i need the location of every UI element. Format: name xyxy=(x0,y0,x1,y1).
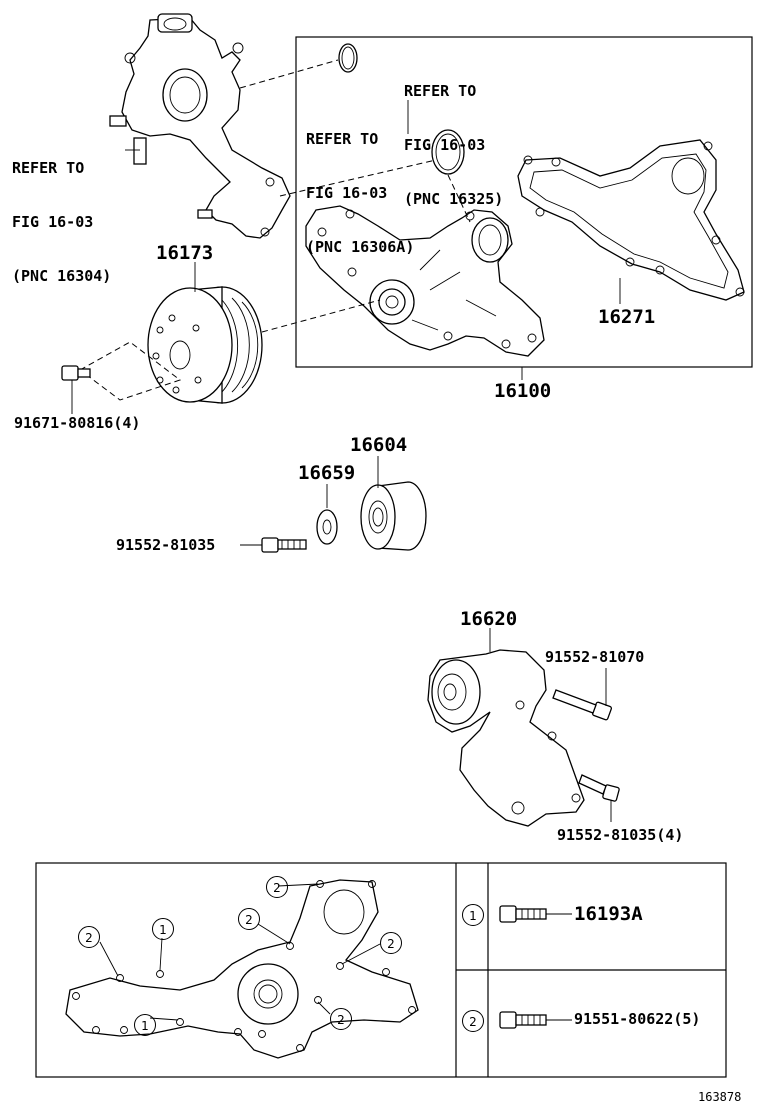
o-ring-large xyxy=(431,129,465,175)
refer-line-2: FIG 16-03 xyxy=(404,136,486,154)
idler-pulley xyxy=(360,481,427,551)
refer-line-2: FIG 16-03 xyxy=(306,184,388,202)
refer-label-pnc-16325: REFER TO FIG 16-03 (PNC 16325) xyxy=(404,46,503,226)
callout-1: 1 xyxy=(134,1014,156,1036)
bolt-16193a xyxy=(499,905,547,923)
idler-cover xyxy=(316,509,338,545)
callout-2: 2 xyxy=(380,932,402,954)
part-label-16271: 16271 xyxy=(598,306,656,328)
part-label-16604: 16604 xyxy=(350,434,408,456)
water-inlet-housing xyxy=(109,13,291,239)
part-label-91552-81035-4: 91552-81035(4) xyxy=(557,826,684,844)
tensioner xyxy=(427,649,585,827)
gasket-bolt-location xyxy=(65,879,419,1059)
callout-2: 2 xyxy=(266,876,288,898)
legend-part-16193a: 16193A xyxy=(574,903,643,925)
callout-2: 2 xyxy=(238,908,260,930)
part-label-16620: 16620 xyxy=(460,608,518,630)
gasket xyxy=(517,139,745,301)
water-pump-body xyxy=(305,205,545,357)
water-pump-assy-box xyxy=(295,36,753,368)
part-label-16173: 16173 xyxy=(156,242,214,264)
tensioner-bolt-long xyxy=(552,689,612,721)
refer-label-pnc-16304: REFER TO FIG 16-03 (PNC 16304) xyxy=(12,123,111,303)
legend-marker-2: 2 xyxy=(462,1010,484,1032)
callout-2: 2 xyxy=(330,1008,352,1030)
idler-bolt xyxy=(261,537,307,553)
refer-line-1: REFER TO xyxy=(12,159,85,177)
part-label-16659: 16659 xyxy=(298,462,356,484)
refer-line-1: REFER TO xyxy=(306,130,379,148)
part-label-91552-81070: 91552-81070 xyxy=(545,648,645,666)
callout-1: 1 xyxy=(152,918,174,940)
part-label-91671-80816: 91671-80816(4) xyxy=(14,414,141,432)
legend-part-91551-80622: 91551-80622(5) xyxy=(574,1010,701,1028)
figure-id: 163878 xyxy=(698,1090,742,1104)
part-label-16100: 16100 xyxy=(494,380,552,402)
refer-line-2: FIG 16-03 xyxy=(12,213,94,231)
pulley xyxy=(147,286,263,404)
legend-marker-1: 1 xyxy=(462,904,484,926)
refer-line-3: (PNC 16304) xyxy=(12,267,112,285)
pulley-bolt xyxy=(61,365,91,381)
tensioner-bolt-short xyxy=(578,774,620,802)
refer-line-1: REFER TO xyxy=(404,82,477,100)
part-label-91552-81035: 91552-81035 xyxy=(116,536,216,554)
refer-line-3: (PNC 16306A) xyxy=(306,238,415,256)
callout-2: 2 xyxy=(78,926,100,948)
refer-label-pnc-16306a: REFER TO FIG 16-03 (PNC 16306A) xyxy=(306,94,414,274)
bolt-91551 xyxy=(499,1011,547,1029)
refer-line-3: (PNC 16325) xyxy=(404,190,504,208)
